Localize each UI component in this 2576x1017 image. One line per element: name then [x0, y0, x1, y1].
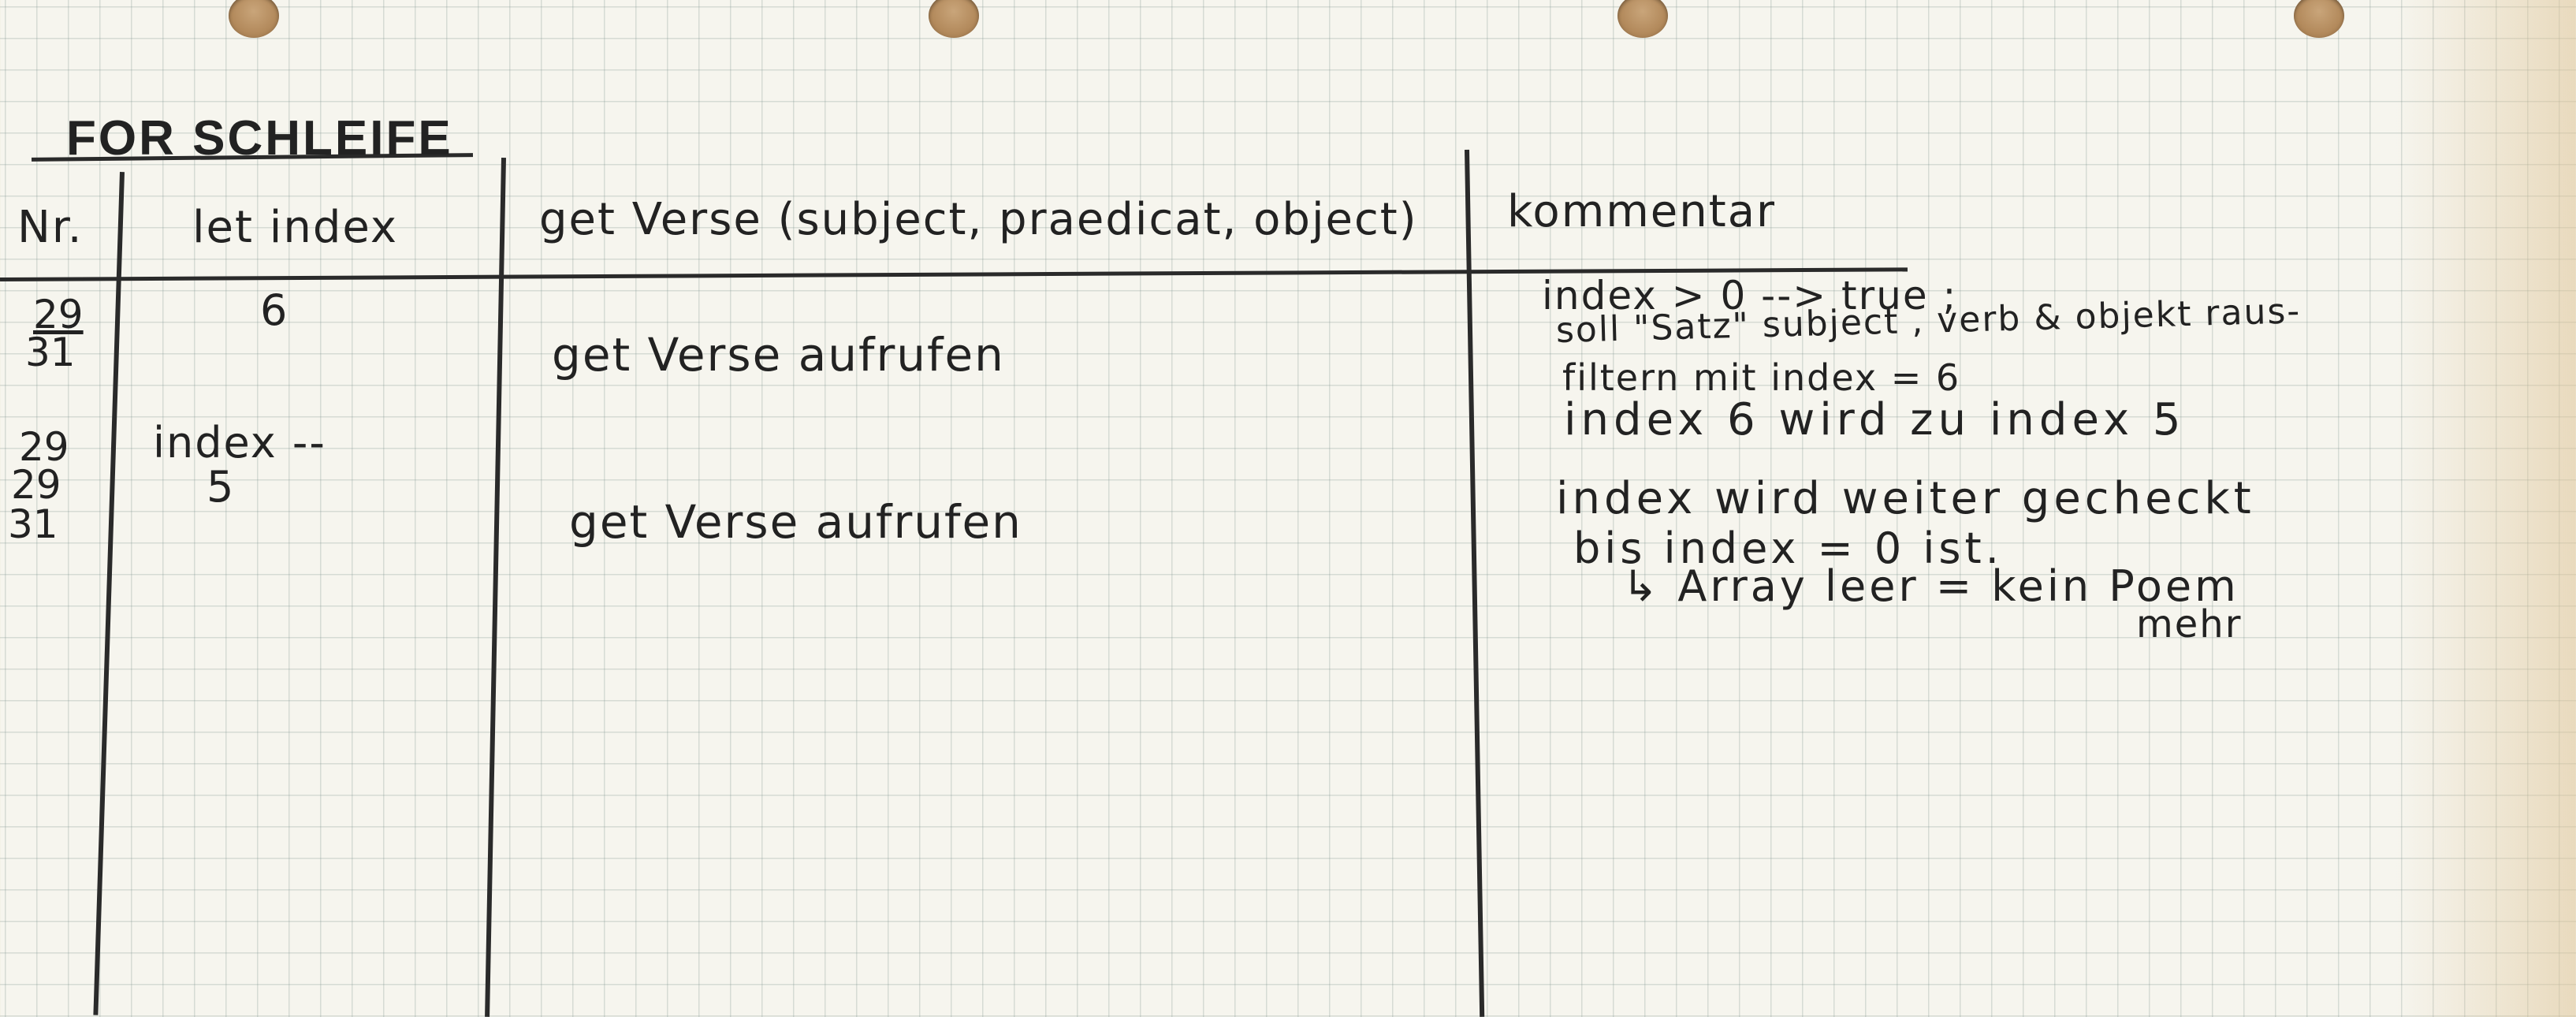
column-divider-2: [485, 158, 506, 1017]
page-title: FOR SCHLEIFE: [66, 111, 453, 166]
header-kommentar: kommentar: [1507, 186, 1777, 237]
comment-line: index wird weiter gecheckt: [1556, 473, 2255, 524]
comment-line: ↳ Array leer = kein Poem: [1622, 561, 2239, 611]
comment-line: index > 0 --> true ;: [1542, 273, 1958, 319]
row-number: 31: [8, 501, 58, 547]
header-nr: Nr.: [17, 202, 84, 253]
comment-line: index 6 wird zu index 5: [1564, 394, 2186, 445]
index-value: 6: [260, 285, 289, 335]
row-number: 29: [11, 462, 61, 508]
row-number: 31: [25, 330, 76, 375]
verse-call: get Verse aufrufen: [552, 328, 1005, 382]
comment-line: filtern mit index = 6: [1562, 356, 1961, 399]
verse-call: get Verse aufrufen: [569, 495, 1022, 549]
row-number: 29: [19, 424, 69, 470]
punch-hole: [2294, 0, 2344, 38]
index-decrement: index --: [153, 418, 326, 468]
column-divider-1: [93, 172, 125, 1015]
row-number: 29: [33, 292, 84, 337]
punch-hole: [229, 0, 279, 38]
header-get-verse: get Verse (subject, praedicat, object): [539, 194, 1418, 245]
punch-hole: [1617, 0, 1668, 38]
comment-line: bis index = 0 ist.: [1573, 523, 2003, 573]
comment-line: mehr: [2136, 602, 2243, 646]
punch-hole: [929, 0, 979, 38]
column-divider-3: [1465, 149, 1485, 1017]
index-value: 5: [207, 462, 236, 512]
header-let-index: let index: [192, 202, 398, 253]
